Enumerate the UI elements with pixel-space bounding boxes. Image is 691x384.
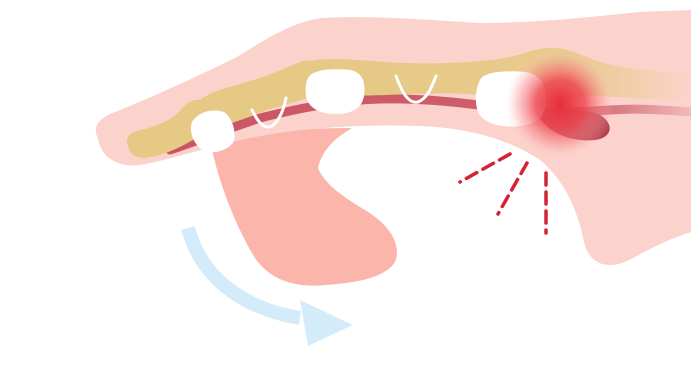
inflammation-area: [505, 49, 615, 159]
pain-lines-icon: [460, 154, 546, 233]
pain-line-2: [498, 163, 527, 214]
pain-line-1: [460, 154, 510, 182]
middle-joint-ligament: [306, 69, 365, 114]
thumb-shape: [212, 128, 397, 286]
motion-arrow-head: [300, 300, 353, 346]
